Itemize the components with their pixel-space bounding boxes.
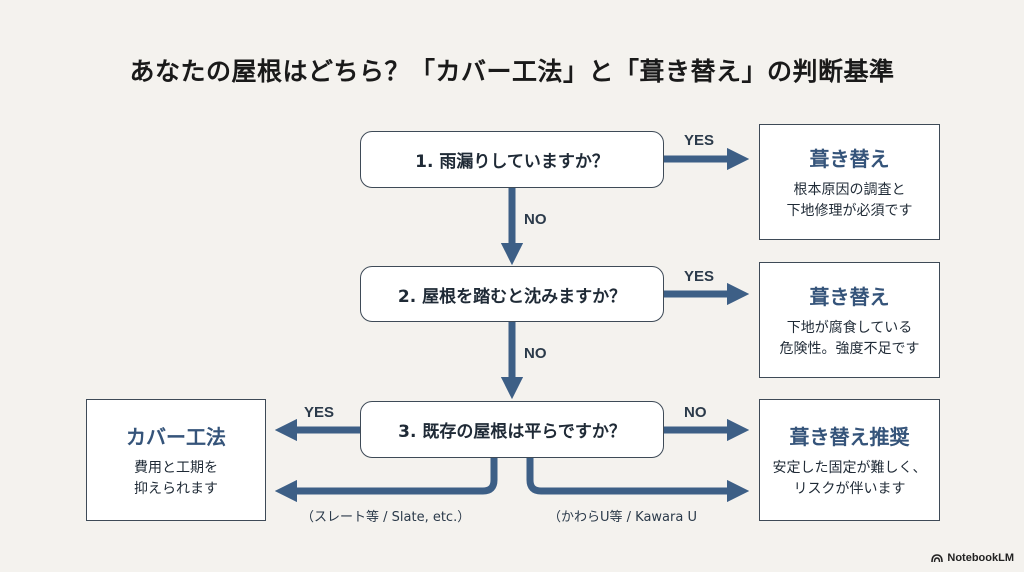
result-4-heading: 葺き替え推奨 — [789, 424, 910, 449]
result-4-description: 安定した固定が難しく、 リスクが伴います — [772, 459, 927, 497]
caption-right: （かわらU等 / Kawara U — [548, 510, 697, 525]
result-3-description: 費用と工期を 抑えられます — [134, 459, 218, 497]
result-1-description: 根本原因の調査と 下地修理が必須です — [786, 181, 913, 219]
result-3-heading: カバー工法 — [126, 424, 226, 449]
result-4-box: 葺き替え推奨 安定した固定が難しく、 リスクが伴います — [759, 399, 940, 521]
notebooklm-logo: NotebookLM — [931, 552, 1014, 564]
question-1-box: 1. 雨漏りしていますか？ — [360, 131, 664, 188]
arrow-q3-branch-left — [274, 458, 498, 503]
label-no-q3: NO — [684, 404, 707, 421]
question-3-text: 3. 既存の屋根は平らですか？ — [398, 422, 626, 442]
result-1-heading: 葺き替え — [809, 146, 890, 171]
result-2-box: 葺き替え 下地が腐食している 危険性。強度不足です — [759, 262, 940, 378]
question-3-box: 3. 既存の屋根は平らですか？ — [360, 401, 664, 458]
result-1-box: 葺き替え 根本原因の調査と 下地修理が必須です — [759, 124, 940, 240]
notebooklm-logo-icon — [931, 554, 944, 563]
question-2-text: 2. 屋根を踏むと沈みますか？ — [397, 286, 627, 307]
result-3-box: カバー工法 費用と工期を 抑えられます — [86, 399, 266, 521]
caption-left: （スレート等 / Slate, etc.） — [301, 510, 471, 525]
label-yes-q2: YES — [684, 268, 715, 285]
page-title: あなたの屋根はどちら？「カバー工法」と「葺き替え」の判断基準 — [129, 57, 895, 86]
label-no-q2: NO — [524, 345, 547, 362]
label-yes-q3: YES — [304, 404, 335, 421]
arrow-q3-branch-right — [526, 458, 750, 503]
question-1-text: 1. 雨漏りしていますか？ — [415, 152, 609, 172]
notebooklm-logo-text: NotebookLM — [947, 552, 1014, 564]
result-2-description: 下地が腐食している 危険性。強度不足です — [779, 319, 920, 357]
label-no-q1: NO — [524, 211, 547, 228]
question-2-box: 2. 屋根を踏むと沈みますか？ — [360, 266, 664, 322]
label-yes-q1: YES — [684, 132, 715, 149]
result-2-heading: 葺き替え — [809, 284, 890, 309]
